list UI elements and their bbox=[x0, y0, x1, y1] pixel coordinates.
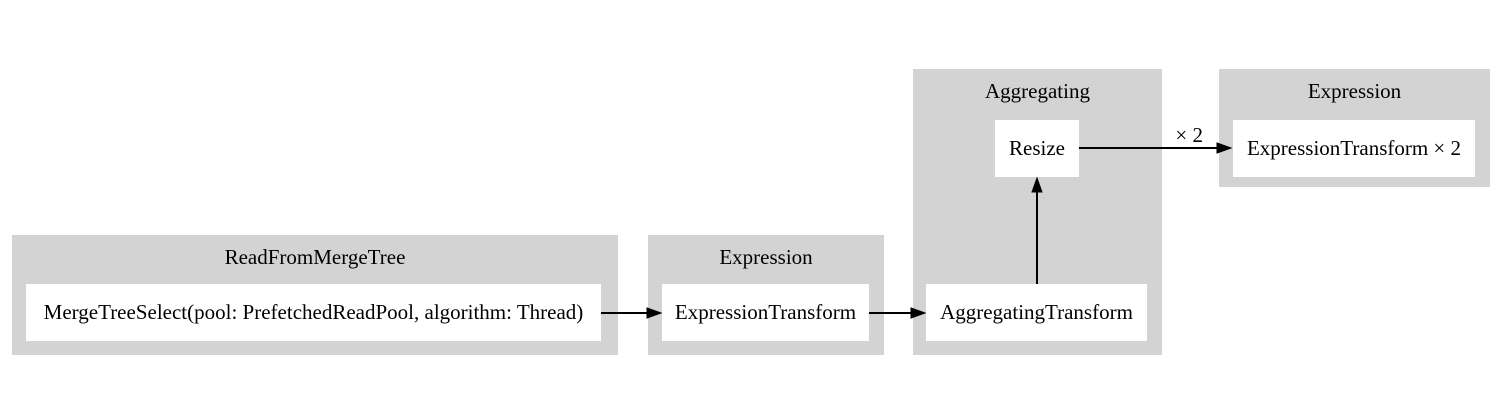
node-label: MergeTreeSelect(pool: PrefetchedReadPool… bbox=[43, 300, 584, 324]
node-resize: Resize bbox=[995, 120, 1079, 177]
node-mergetreeselect: MergeTreeSelect(pool: PrefetchedReadPool… bbox=[26, 284, 601, 341]
cluster-label: Expression bbox=[1307, 79, 1402, 103]
node-label: Resize bbox=[1009, 136, 1065, 160]
node-aggregatingtransform: AggregatingTransform bbox=[926, 284, 1147, 341]
node-label: ExpressionTransform bbox=[674, 300, 857, 324]
cluster-label: Expression bbox=[719, 245, 813, 269]
cluster-label: Aggregating bbox=[985, 79, 1090, 103]
node-expressiontransform: ExpressionTransform bbox=[662, 284, 869, 341]
node-expressiontransform-x2: ExpressionTransform × 2 bbox=[1233, 120, 1475, 177]
cluster-label: ReadFromMergeTree bbox=[224, 245, 406, 269]
node-label: AggregatingTransform bbox=[940, 300, 1133, 324]
edge-multiplicity-label: × 2 bbox=[1175, 123, 1203, 147]
node-label: ExpressionTransform × 2 bbox=[1246, 136, 1462, 160]
